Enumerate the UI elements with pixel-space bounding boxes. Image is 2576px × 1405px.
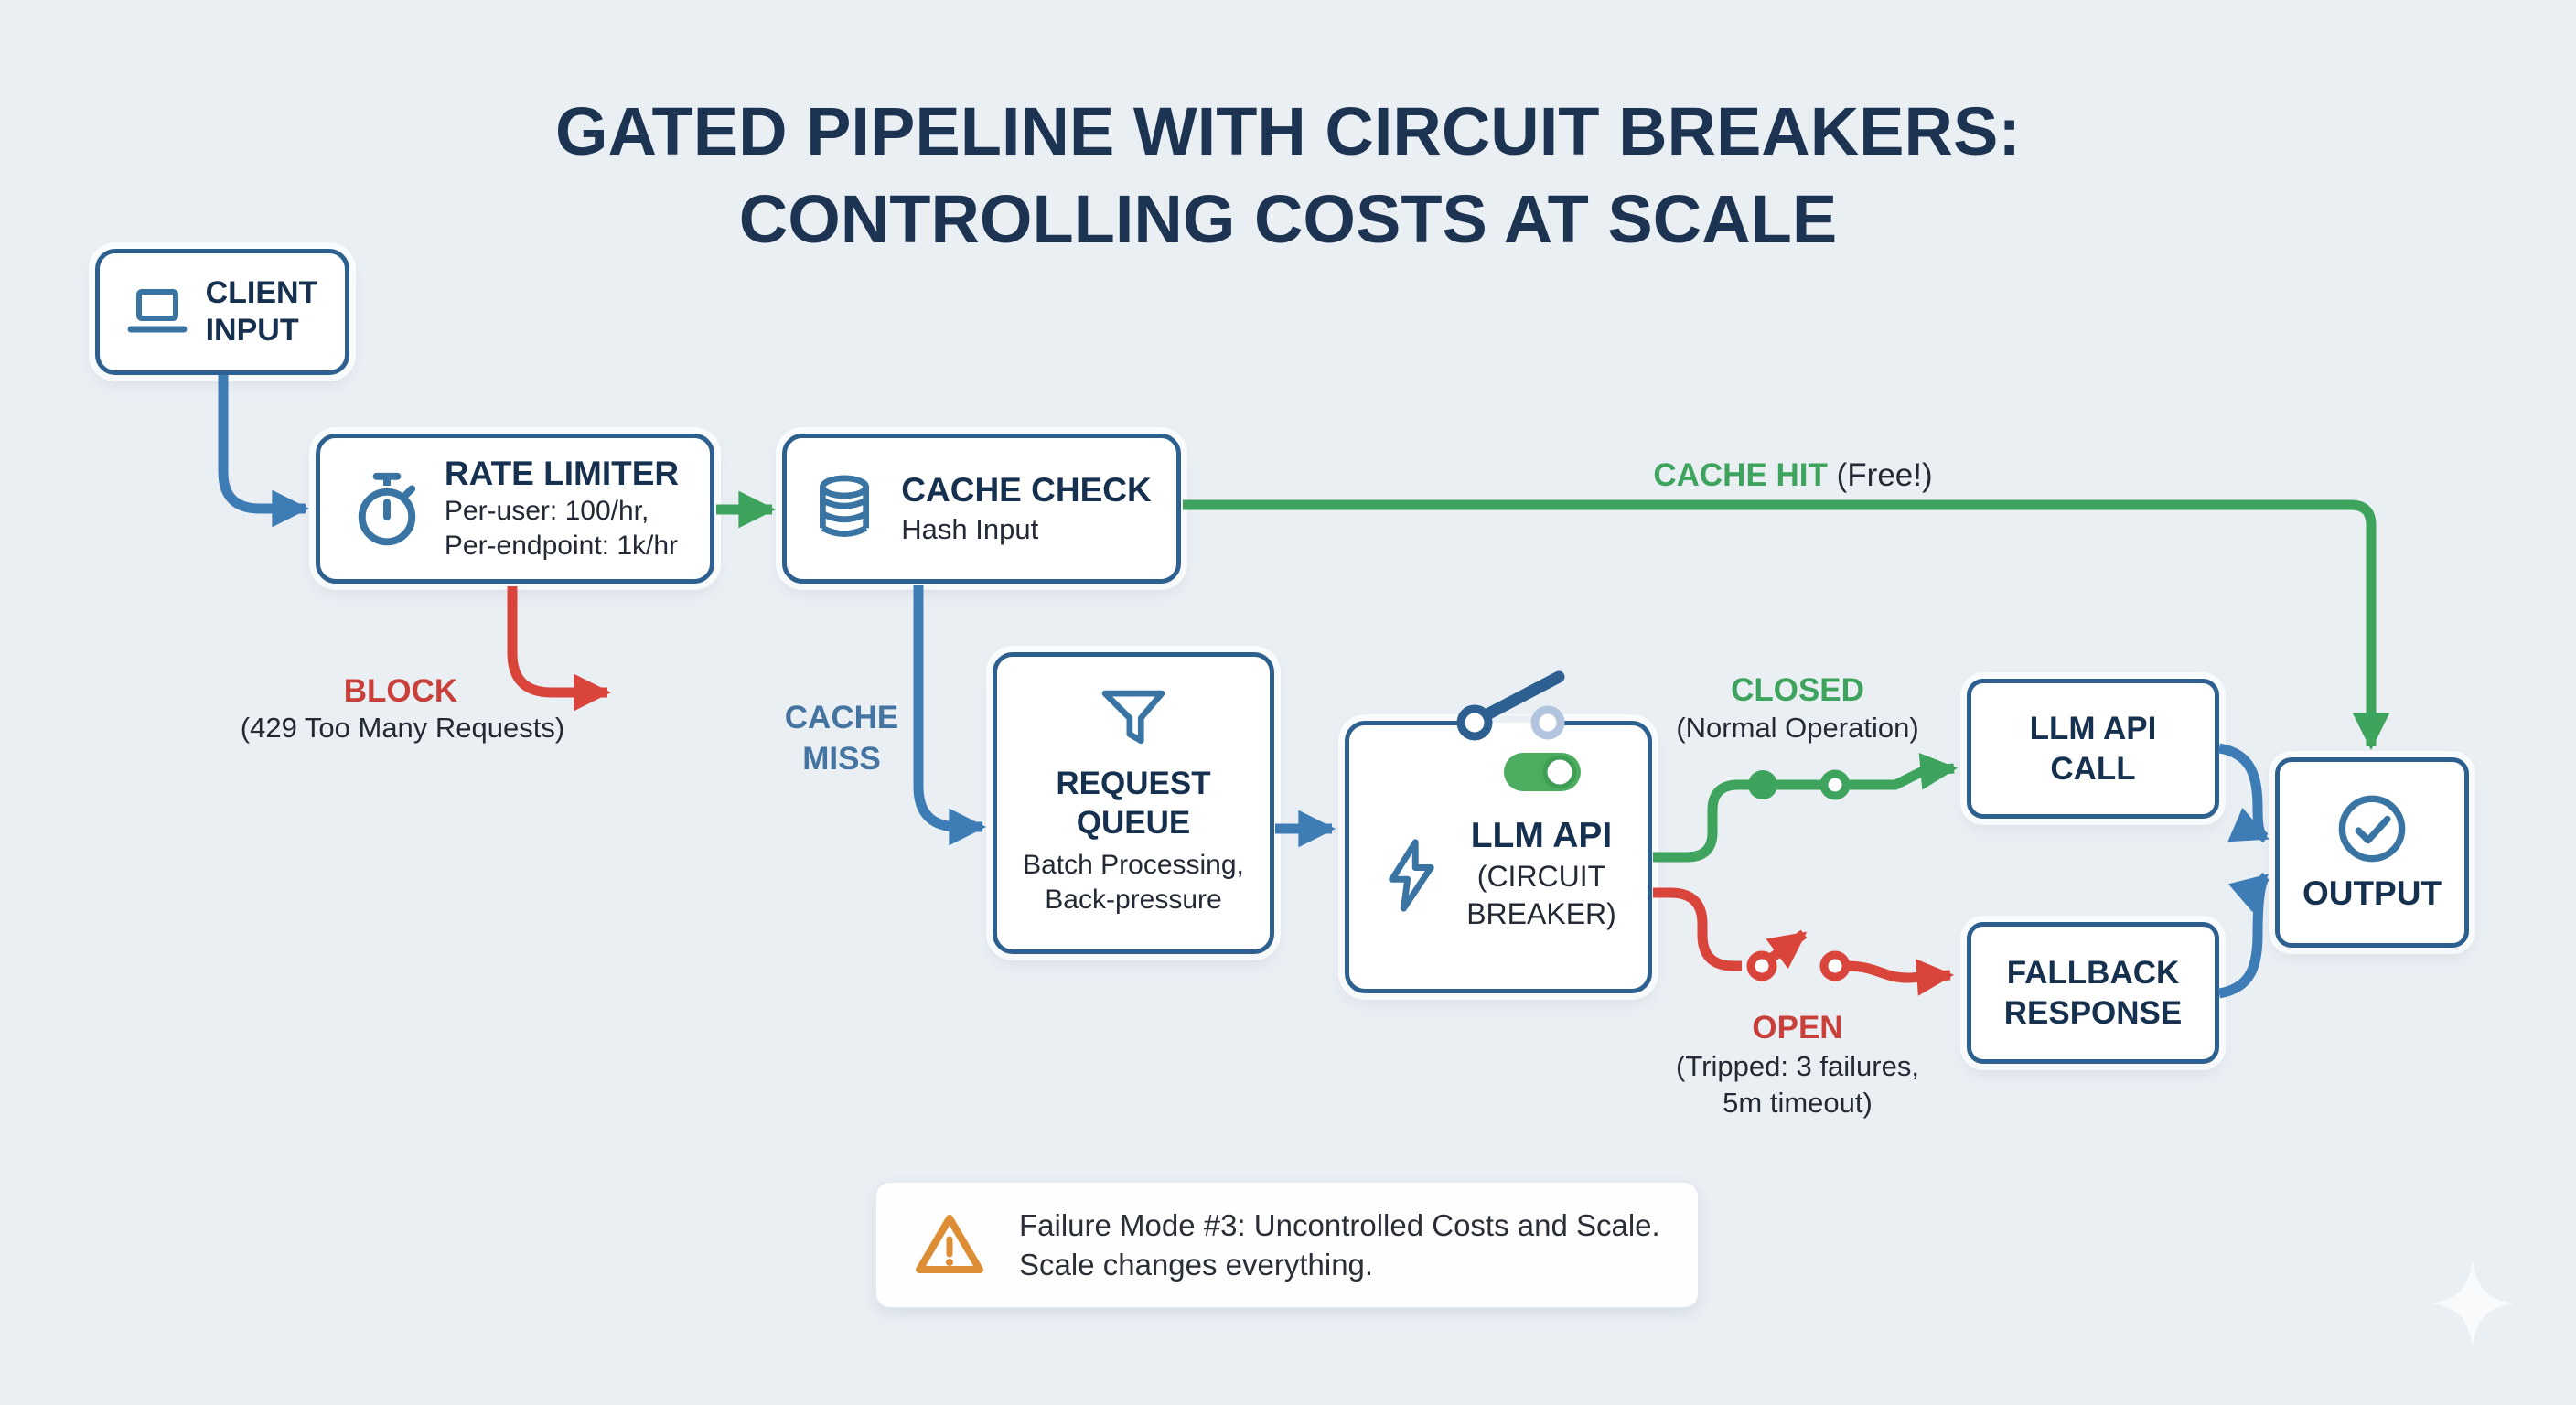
closed-sublabel: (Normal Operation)	[1676, 712, 1919, 744]
client-input-label-line1: CLIENT	[205, 275, 318, 310]
cache-hit-sublabel: (Free!)	[1836, 457, 1933, 493]
failure-mode-note: Failure Mode #3: Uncontrolled Costs and …	[875, 1182, 1699, 1308]
request-queue-detail2: Back-pressure	[1045, 885, 1222, 915]
note-line2: Scale changes everything.	[1019, 1248, 1374, 1282]
warning-triangle-icon	[913, 1212, 986, 1278]
open-switch-lever	[1766, 929, 1808, 970]
edge-open-segment-a	[1653, 887, 1742, 971]
stopwatch-icon	[351, 470, 423, 547]
funnel-icon	[1098, 689, 1169, 747]
llm-api-detail2: BREAKER)	[1466, 897, 1616, 930]
edge-client-to-rate-limiter	[218, 375, 310, 528]
output-label: OUTPUT	[2302, 874, 2442, 912]
cache-hit-label: CACHE HIT (Free!)	[1592, 457, 1994, 494]
cache-hit-label-text: CACHE HIT	[1653, 457, 1828, 493]
open-sublabel-line2: 5m timeout)	[1723, 1087, 1873, 1119]
llm-api-title: LLM API	[1470, 816, 1613, 855]
request-queue-node: REQUEST QUEUE Batch Processing, Back-pre…	[993, 652, 1274, 954]
cache-check-detail: Hash Input	[901, 513, 1039, 545]
diagram-title-line1: GATED PIPELINE WITH CIRCUIT BREAKERS:	[555, 93, 2021, 169]
open-sublabel: (Tripped: 3 failures, 5m timeout)	[1619, 1048, 1976, 1121]
open-contact-left	[1746, 950, 1777, 981]
cache-check-title: CACHE CHECK	[901, 471, 1152, 509]
llm-api-call-node: LLM API CALL	[1967, 679, 2219, 819]
laptop-icon	[127, 287, 188, 337]
diagram-title: GATED PIPELINE WITH CIRCUIT BREAKERS: CO…	[0, 88, 2576, 263]
edge-closed-to-llm-api-call	[1653, 752, 1959, 863]
cache-miss-label-line1: CACHE	[784, 700, 899, 735]
closed-label: CLOSED	[1731, 672, 1864, 708]
note-line1: Failure Mode #3: Uncontrolled Costs and …	[1019, 1208, 1660, 1242]
llm-api-call-line2: CALL	[2050, 750, 2136, 787]
edge-fallback-to-output	[2217, 872, 2270, 999]
closed-contact-open	[1819, 769, 1851, 800]
open-sublabel-line1: (Tripped: 3 failures,	[1676, 1050, 1919, 1082]
cache-check-node: CACHE CHECK Hash Input	[782, 434, 1181, 584]
sparkle-watermark	[2431, 1260, 2514, 1346]
output-node: OUTPUT	[2275, 757, 2469, 948]
request-queue-detail1: Batch Processing,	[1023, 850, 1244, 880]
rate-limiter-detail2: Per-endpoint: 1k/hr	[444, 531, 679, 561]
rate-limiter-title: RATE LIMITER	[444, 455, 680, 492]
check-circle-icon	[2335, 792, 2409, 865]
request-queue-title-line2: QUEUE	[1076, 805, 1191, 841]
toggle-on-icon	[1503, 751, 1582, 793]
fallback-response-node: FALLBACK RESPONSE	[1967, 922, 2219, 1064]
diagram-title-line2: CONTROLLING COSTS AT SCALE	[738, 181, 1838, 257]
rate-limiter-detail1: Per-user: 100/hr,	[444, 496, 649, 526]
fallback-response-line1: FALLBACK	[2006, 954, 2180, 991]
request-queue-title-line1: REQUEST	[1056, 766, 1211, 801]
llm-api-node: LLM API (CIRCUIT BREAKER)	[1345, 721, 1652, 993]
fallback-response-line2: RESPONSE	[2003, 994, 2183, 1031]
block-sublabel: (429 Too Many Requests)	[240, 712, 565, 744]
rate-limiter-node: RATE LIMITER Per-user: 100/hr, Per-endpo…	[316, 434, 714, 584]
open-label: OPEN	[1752, 1010, 1843, 1046]
cache-miss-label-line2: MISS	[802, 741, 881, 777]
block-label: BLOCK	[343, 673, 458, 709]
client-input-node: CLIENT INPUT	[95, 249, 349, 375]
open-contact-right	[1819, 950, 1851, 981]
closed-contact-filled	[1748, 770, 1777, 799]
llm-api-call-line1: LLM API	[2029, 710, 2157, 746]
database-icon	[811, 474, 877, 543]
llm-api-detail1: (CIRCUIT	[1476, 860, 1606, 893]
edge-open-segment-b	[1846, 959, 1955, 996]
lightning-icon	[1380, 836, 1443, 915]
cache-miss-label: CACHE MISS	[750, 697, 933, 779]
edge-llm-api-call-to-output	[2217, 743, 2270, 843]
client-input-label-line2: INPUT	[205, 313, 299, 348]
